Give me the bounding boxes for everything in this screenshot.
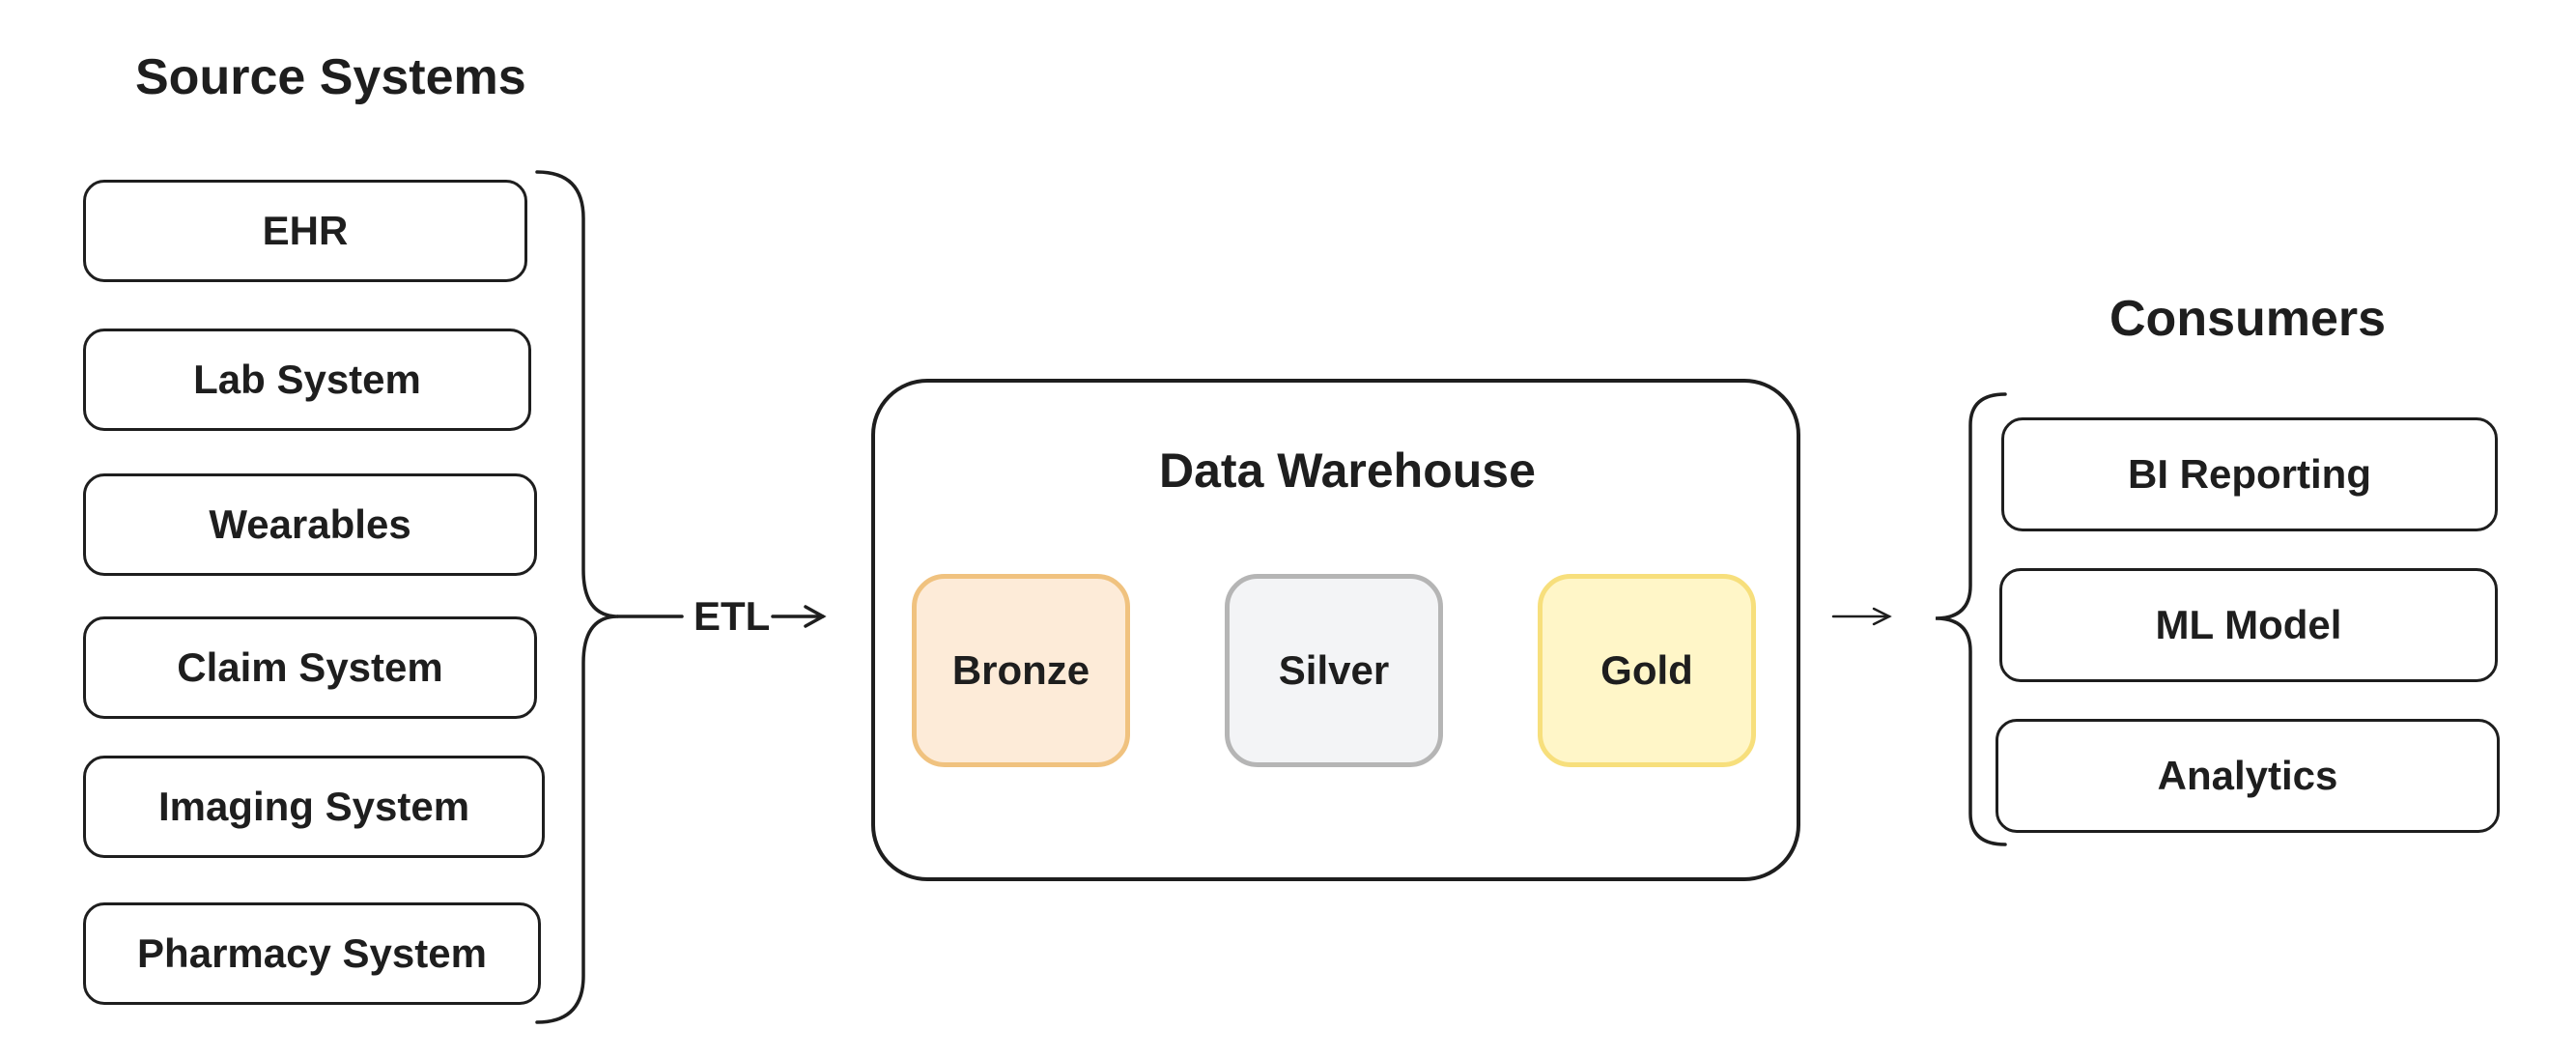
source-box-claim-system: Claim System: [83, 616, 537, 719]
consumer-label: ML Model: [2155, 602, 2342, 647]
source-box-imaging-system: Imaging System: [83, 756, 545, 858]
consumer-box-ml-model: ML Model: [1999, 568, 2498, 682]
source-label: EHR: [262, 208, 349, 253]
consumers-heading: Consumers: [2109, 291, 2387, 347]
consumer-label: Analytics: [2157, 753, 2338, 798]
layer-label: Silver: [1278, 647, 1390, 693]
silver-layer: Silver: [1225, 574, 1443, 767]
source-label: Lab System: [193, 357, 421, 402]
source-box-lab-system: Lab System: [83, 329, 531, 431]
source-brace: [535, 170, 619, 1024]
etl-arrow: [771, 605, 827, 628]
consumer-box-analytics: Analytics: [1996, 719, 2500, 833]
data-warehouse-title: Data Warehouse: [1159, 443, 1536, 498]
source-label: Claim System: [177, 644, 443, 690]
source-label: Pharmacy System: [137, 930, 487, 976]
gold-layer: Gold: [1538, 574, 1756, 767]
source-box-wearables: Wearables: [83, 473, 537, 576]
source-systems-heading: Source Systems: [135, 49, 526, 105]
warehouse-to-consumers-arrow: [1831, 607, 1892, 626]
consumer-box-bi-reporting: BI Reporting: [2001, 417, 2498, 531]
etl-label: ETL: [694, 593, 771, 639]
layer-label: Gold: [1600, 647, 1693, 693]
source-label: Wearables: [209, 501, 411, 547]
bronze-layer: Bronze: [912, 574, 1130, 767]
consumer-label: BI Reporting: [2128, 451, 2371, 497]
source-box-ehr: EHR: [83, 180, 527, 282]
layer-label: Bronze: [951, 647, 1090, 693]
source-label: Imaging System: [157, 784, 470, 829]
consumer-brace: [1935, 392, 2007, 846]
source-box-pharmacy-system: Pharmacy System: [83, 902, 541, 1005]
